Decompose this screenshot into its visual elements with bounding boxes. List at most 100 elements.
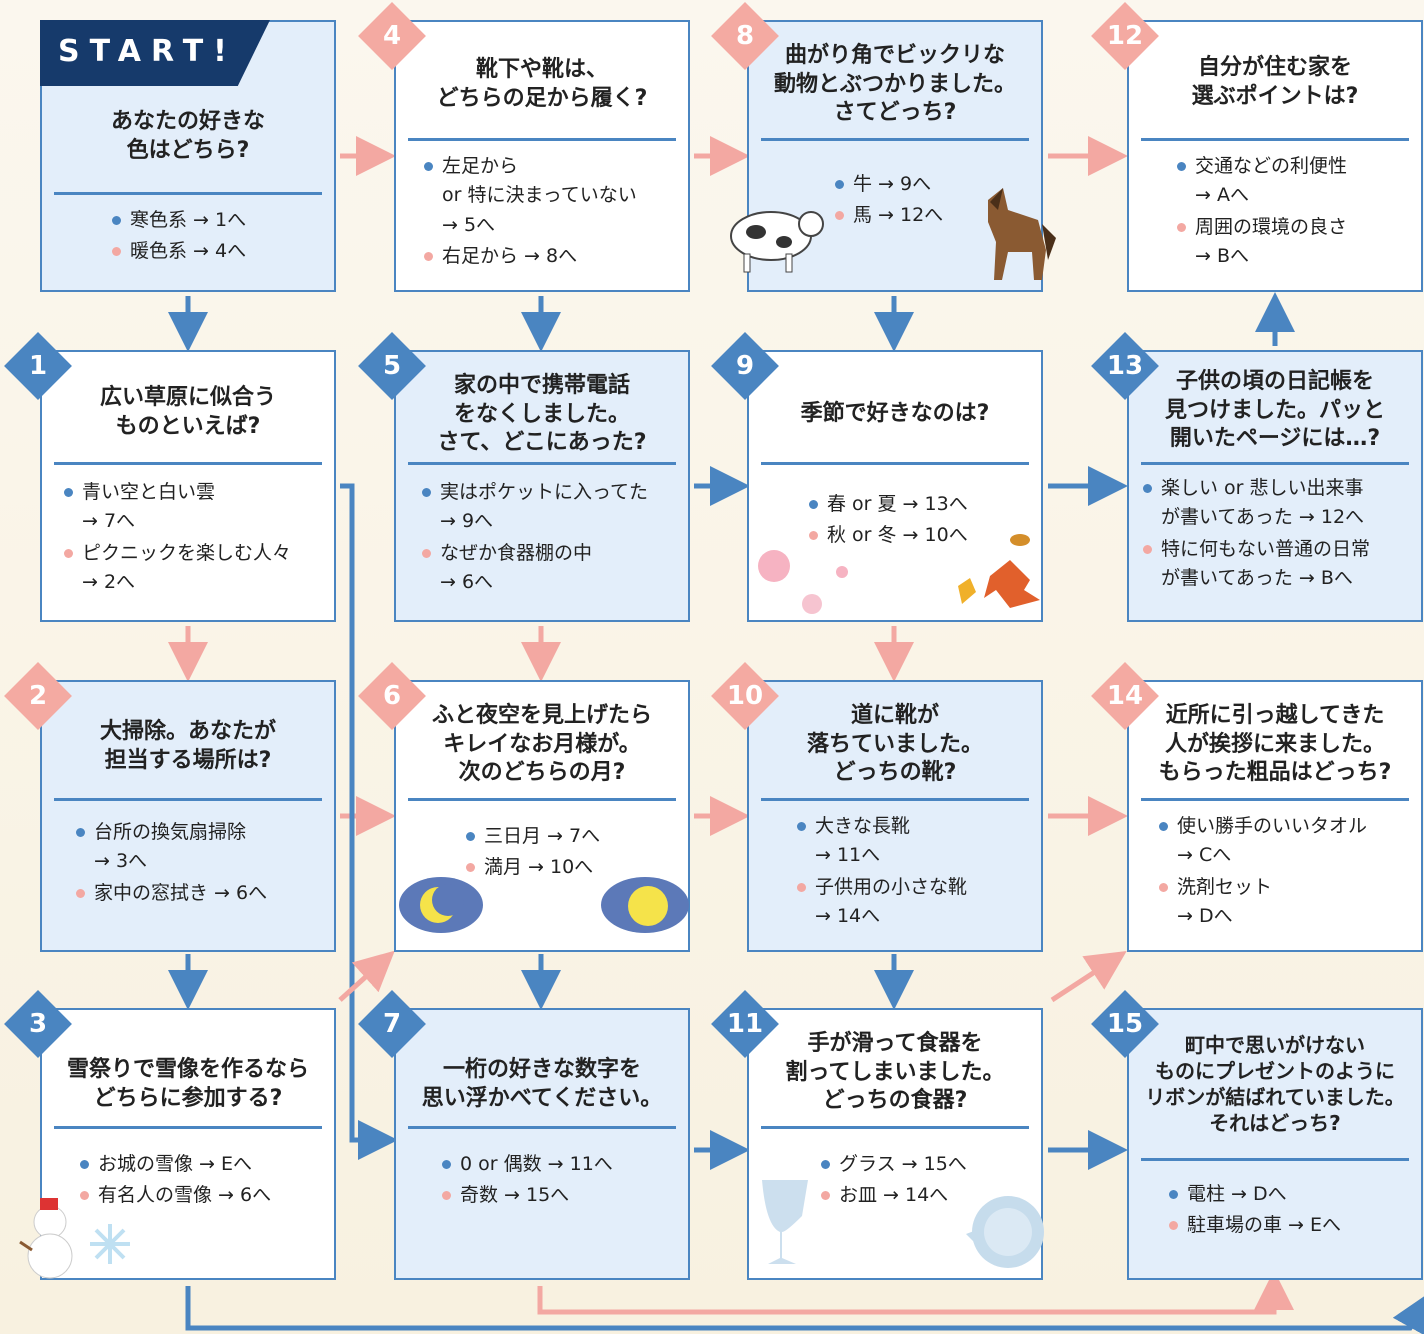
crescent-moon-icon [396,870,486,944]
step-number: 8 [735,21,755,51]
answer-options: 使い勝手のいいタオル → Cへ洗剤セット → Dへ [1159,812,1367,934]
full-moon-icon [598,870,692,944]
question-card-n3: 雪祭りで雪像を作るなら どちらに参加する?お城の雪像 → Eへ有名人の雪像 → … [40,1008,336,1280]
answer-option: 周囲の環境の良さ → Bへ [1177,213,1347,272]
step-number: 3 [28,1009,48,1039]
question-card-n14: 近所に引っ越してきた 人が挨拶に来ました。 もらった粗品はどっち?使い勝手のいい… [1127,680,1423,952]
step-number: 5 [382,351,402,381]
answer-options: 楽しい or 悲しい出来事 が書いてあった → 12へ特に何もない普通の日常 が… [1143,474,1370,596]
answer-option: 0 or 偶数 → 11へ [442,1150,613,1179]
question-text: 手が滑って食器を 割ってしまいました。 どっちの食器? [785,1031,1005,1114]
answer-options: 大きな長靴 → 11へ子供用の小さな靴 → 14へ [797,812,967,934]
step-number: 11 [726,1009,764,1039]
step-number: 13 [1106,351,1144,381]
answer-option: なぜか食器棚の中 → 6へ [422,539,648,598]
question-card-n4: 靴下や靴は、 どちらの足から履く? 左足から or 特に決まっていない → 5へ右… [394,20,690,292]
question-card-n15: 町中で思いがけない ものにプレゼントのように リボンが結ばれていました。 それは… [1127,1008,1423,1280]
question-text: 大掃除。あなたが 担当する場所は? [99,719,276,773]
answer-option: 子供用の小さな靴 → 14へ [797,873,967,932]
separator [408,798,676,801]
answer-option: 秋 or 冬 → 10へ [809,521,968,550]
horse-icon [968,180,1058,288]
answer-option: 電柱 → Dへ [1169,1180,1341,1209]
answer-option: 実はポケットに入ってた → 9へ [422,478,648,537]
answer-options: 実はポケットに入ってた → 9へなぜか食器棚の中 → 6へ [422,478,648,600]
question-text: 季節で好きなのは? [800,401,990,426]
answer-option: 青い空と白い雲 → 7へ [64,478,291,537]
separator [761,138,1029,141]
answer-options: 春 or 夏 → 13へ秋 or 冬 → 10へ [809,490,968,553]
answer-options: 電柱 → Dへ駐車場の車 → Eへ [1169,1180,1341,1243]
answer-option: 満月 → 10へ [466,853,600,882]
answer-options: 台所の換気扇掃除 → 3へ家中の窓拭き → 6へ [76,818,267,910]
question-text: 靴下や靴は、 どちらの足から履く? [436,57,648,111]
step-number: 14 [1106,681,1144,711]
answer-option: 寒色系 → 1へ [112,206,246,235]
question-text: 道に靴が 落ちていました。 どっちの靴? [806,703,983,786]
answer-option: 左足から or 特に決まっていない → 5へ [424,152,637,240]
answer-options: 牛 → 9へ馬 → 12へ [835,170,943,233]
step-number: 2 [28,681,48,711]
question-text: 家の中で携帯電話 をなくしました。 さて、どこにあった? [437,373,647,456]
step-number: 10 [726,681,764,711]
answer-option: 有名人の雪像 → 6へ [80,1181,271,1210]
flow-arrow [338,950,395,1002]
separator [408,138,676,141]
answer-option: 右足から → 8へ [424,242,637,271]
separator [761,462,1029,465]
question-text: あなたの好きな 色はどちら? [110,109,265,163]
answer-options: 青い空と白い雲 → 7へピクニックを楽しむ人々 → 2へ [64,478,291,600]
question-text: ふと夜空を見上げたら キレイなお月様が。 次のどちらの月? [431,703,652,786]
answer-options: 交通などの利便性 → Aへ周囲の環境の良さ → Bへ [1177,152,1347,274]
broken-glass-icon [756,1176,816,1276]
separator [761,798,1029,801]
question-card-n13: 子供の頃の日記帳を 見つけました。パッと 開いたページには…? 楽しい or 悲し… [1127,350,1423,622]
answer-option: 洗剤セット → Dへ [1159,873,1367,932]
answer-option: 台所の換気扇掃除 → 3へ [76,818,267,877]
answer-option: 馬 → 12へ [835,201,943,230]
separator [1141,138,1409,141]
cow-icon [726,196,826,280]
question-card-n7: 一桁の好きな数字を 思い浮かべてください。 0 or 偶数 → 11へ奇数 → 1… [394,1008,690,1280]
separator [54,192,322,195]
question-text: 一桁の好きな数字を 思い浮かべてください。 [421,1057,663,1111]
snowflake-icon [88,1222,132,1270]
answer-option: 春 or 夏 → 13へ [809,490,968,519]
separator [761,1126,1029,1129]
question-text: 自分が住む家を 選ぶポイントは? [1191,55,1359,109]
answer-option: 三日月 → 7へ [466,822,600,851]
question-card-n5: 家の中で携帯電話 をなくしました。 さて、どこにあった? 実はポケットに入ってた … [394,350,690,622]
snowman-icon [14,1186,84,1286]
answer-options: お城の雪像 → Eへ有名人の雪像 → 6へ [80,1150,271,1213]
flow-arrow [1050,951,1127,1003]
step-number: 7 [382,1009,402,1039]
answer-option: 牛 → 9へ [835,170,943,199]
question-text: 広い草原に似合う ものといえば? [99,385,276,439]
question-card-n12: 自分が住む家を 選ぶポイントは? 交通などの利便性 → Aへ周囲の環境の良さ → … [1127,20,1423,292]
answer-option: お城の雪像 → Eへ [80,1150,271,1179]
step-number: 9 [735,351,755,381]
flow-arrow [185,1286,1424,1334]
question-text: 曲がり角でビックリな 動物とぶつかりました。 さてどっち? [773,43,1016,126]
step-number: 15 [1106,1009,1144,1039]
answer-option: 楽しい or 悲しい出来事 が書いてあった → 12へ [1143,474,1370,533]
answer-option: 駐車場の車 → Eへ [1169,1211,1341,1240]
separator [54,1126,322,1129]
question-card-n11: 手が滑って食器を 割ってしまいました。 どっちの食器? グラス → 15へお皿 →… [747,1008,1043,1280]
answer-option: 奇数 → 15へ [442,1181,613,1210]
separator [408,462,676,465]
answer-options: 左足から or 特に決まっていない → 5へ右足から → 8へ [424,152,637,274]
step-number: 6 [382,681,402,711]
answer-option: ピクニックを楽しむ人々 → 2へ [64,539,291,598]
answer-options: グラス → 15へお皿 → 14へ [821,1150,967,1213]
step-number: 4 [382,21,402,51]
separator [1141,462,1409,465]
answer-option: 家中の窓拭き → 6へ [76,879,267,908]
answer-options: 寒色系 → 1へ暖色系 → 4へ [112,206,246,269]
question-text: 子供の頃の日記帳を 見つけました。パッと 開いたページには…? [1164,369,1385,452]
answer-options: 0 or 偶数 → 11へ奇数 → 15へ [442,1150,613,1213]
cherry-blossom-icon [750,536,850,624]
answer-option: 使い勝手のいいタオル → Cへ [1159,812,1367,871]
